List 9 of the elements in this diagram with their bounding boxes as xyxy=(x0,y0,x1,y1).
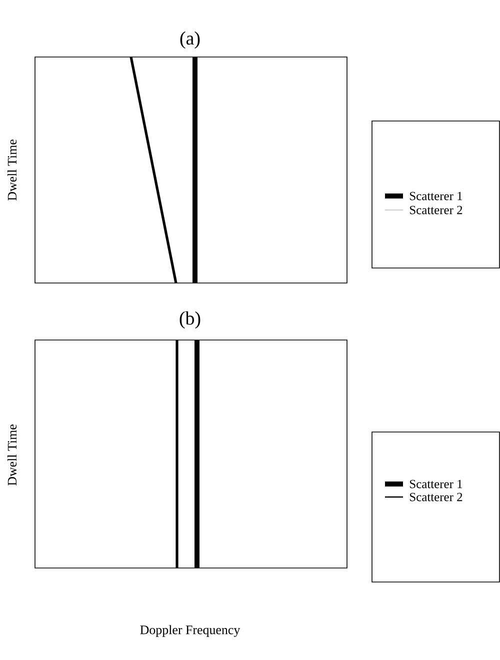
axis-label: Doppler Frequency xyxy=(140,625,240,637)
legend-label: Scatterer 2 xyxy=(410,206,462,214)
panel-label: (b) xyxy=(180,311,200,329)
axis-label: Dwell Time xyxy=(7,140,17,201)
legend-label: Scatterer 1 xyxy=(410,192,462,200)
legend-label: Scatterer 1 xyxy=(410,480,462,488)
panel-label: (a) xyxy=(180,31,200,49)
axis-label: Dwell Time xyxy=(7,424,17,486)
legend-label: Scatterer 2 xyxy=(410,492,462,502)
